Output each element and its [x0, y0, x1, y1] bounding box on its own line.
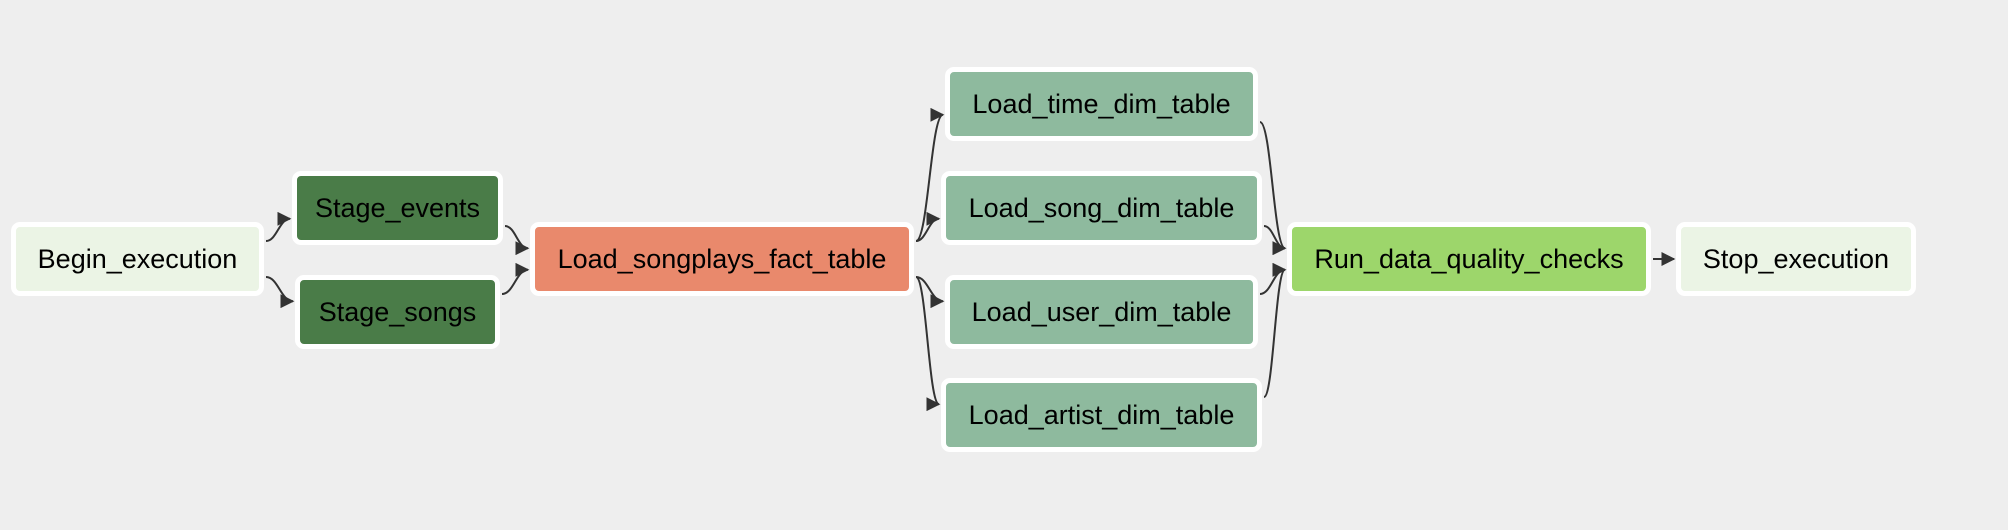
edge-load_songplays-to-load_time: [915, 107, 945, 242]
node-load-song-dim-table[interactable]: Load_song_dim_table: [941, 171, 1262, 245]
node-stage-events[interactable]: Stage_events: [292, 171, 503, 245]
node-load-user-dim-table[interactable]: Load_user_dim_table: [945, 275, 1258, 349]
node-load-songplays-fact-table[interactable]: Load_songplays_fact_table: [530, 222, 914, 296]
edge-load_songplays-to-load_song: [915, 211, 941, 242]
edge-stage_songs-to-load_songplays: [501, 262, 530, 295]
edge-load_songplays-to-load_artist: [915, 276, 941, 412]
node-begin-execution[interactable]: Begin_execution: [11, 222, 264, 296]
edge-load_song-to-quality: [1263, 225, 1287, 256]
edge-load_songplays-to-load_user: [915, 276, 945, 309]
edge-stage_events-to-load_songplays: [504, 225, 530, 256]
node-stop-execution[interactable]: Stop_execution: [1676, 222, 1916, 296]
node-run-data-quality-checks[interactable]: Run_data_quality_checks: [1287, 222, 1651, 296]
edge-begin-to-stage_events: [265, 211, 292, 242]
edge-load_artist-to-quality: [1263, 262, 1287, 398]
edge-load_time-to-quality: [1259, 121, 1287, 256]
node-stage-songs[interactable]: Stage_songs: [295, 275, 500, 349]
edge-begin-to-stage_songs: [265, 276, 295, 309]
node-load-time-dim-table[interactable]: Load_time_dim_table: [945, 67, 1258, 141]
node-load-artist-dim-table[interactable]: Load_artist_dim_table: [941, 378, 1262, 452]
